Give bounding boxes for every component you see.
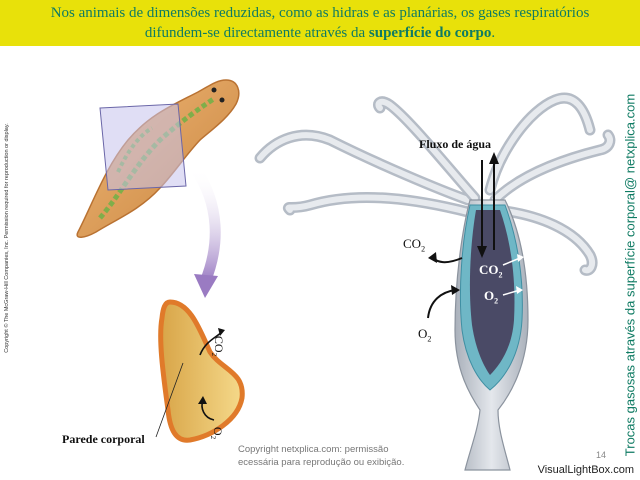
page-number: 14 <box>596 450 607 460</box>
o2-outside-sub: 2 <box>427 334 432 344</box>
zoom-arrow <box>190 164 221 285</box>
co2-section-text: CO <box>212 335 227 353</box>
hydra <box>254 92 616 471</box>
parede-pointer <box>155 362 184 438</box>
caption-line-2: ecessária para reprodução ou exibição. <box>238 457 405 468</box>
fluxo-label: Fluxo de água <box>419 137 492 151</box>
o2-section-text: O <box>211 426 226 436</box>
co2-inside-sub: 2 <box>498 270 503 280</box>
banner-line-2-start: difundem-se directamente através da <box>144 25 369 41</box>
zoom-arrow-head <box>194 274 218 298</box>
body-wall-section <box>158 299 245 443</box>
caption: Copyright netxplica.com: permissão ecess… <box>238 443 418 469</box>
co2-inside-label: CO2 <box>479 262 503 280</box>
banner-line-2-end: . <box>491 25 496 41</box>
parede-label: Parede corporal <box>62 432 145 446</box>
o2-section-label: O2 <box>208 424 226 442</box>
planarian-eye-left <box>211 87 217 93</box>
co2-outside-text: CO <box>403 236 422 251</box>
o2-section-sub: 2 <box>208 435 217 440</box>
o2-outside-text: O <box>418 326 428 341</box>
banner-line-2: difundem-se directamente através da supe… <box>0 23 640 43</box>
watermark[interactable]: VisualLightBox.com <box>537 464 634 476</box>
co2-section-label: CO2 <box>208 336 228 356</box>
planarian-eye-right <box>219 97 225 103</box>
banner-emphasis: superfície do corpo <box>368 25 492 41</box>
title-banner: Nos animais de dimensões reduzidas, como… <box>0 0 640 46</box>
co2-inside-text: CO <box>479 262 499 277</box>
co2-outside-sub: 2 <box>421 244 426 254</box>
section-plane <box>99 103 187 191</box>
o2-outside-label: O2 <box>418 326 431 344</box>
o2-inside-sub: 2 <box>494 296 499 306</box>
co2-outside-label: CO2 <box>403 236 425 254</box>
o2-inside-text: O <box>484 288 495 303</box>
co2-section-sub: 2 <box>209 352 218 357</box>
caption-line-1: Copyright netxplica.com: permissão <box>238 444 389 455</box>
banner-line-1: Nos animais de dimensões reduzidas, como… <box>50 5 590 21</box>
o2-inside-label: O2 <box>484 288 498 306</box>
